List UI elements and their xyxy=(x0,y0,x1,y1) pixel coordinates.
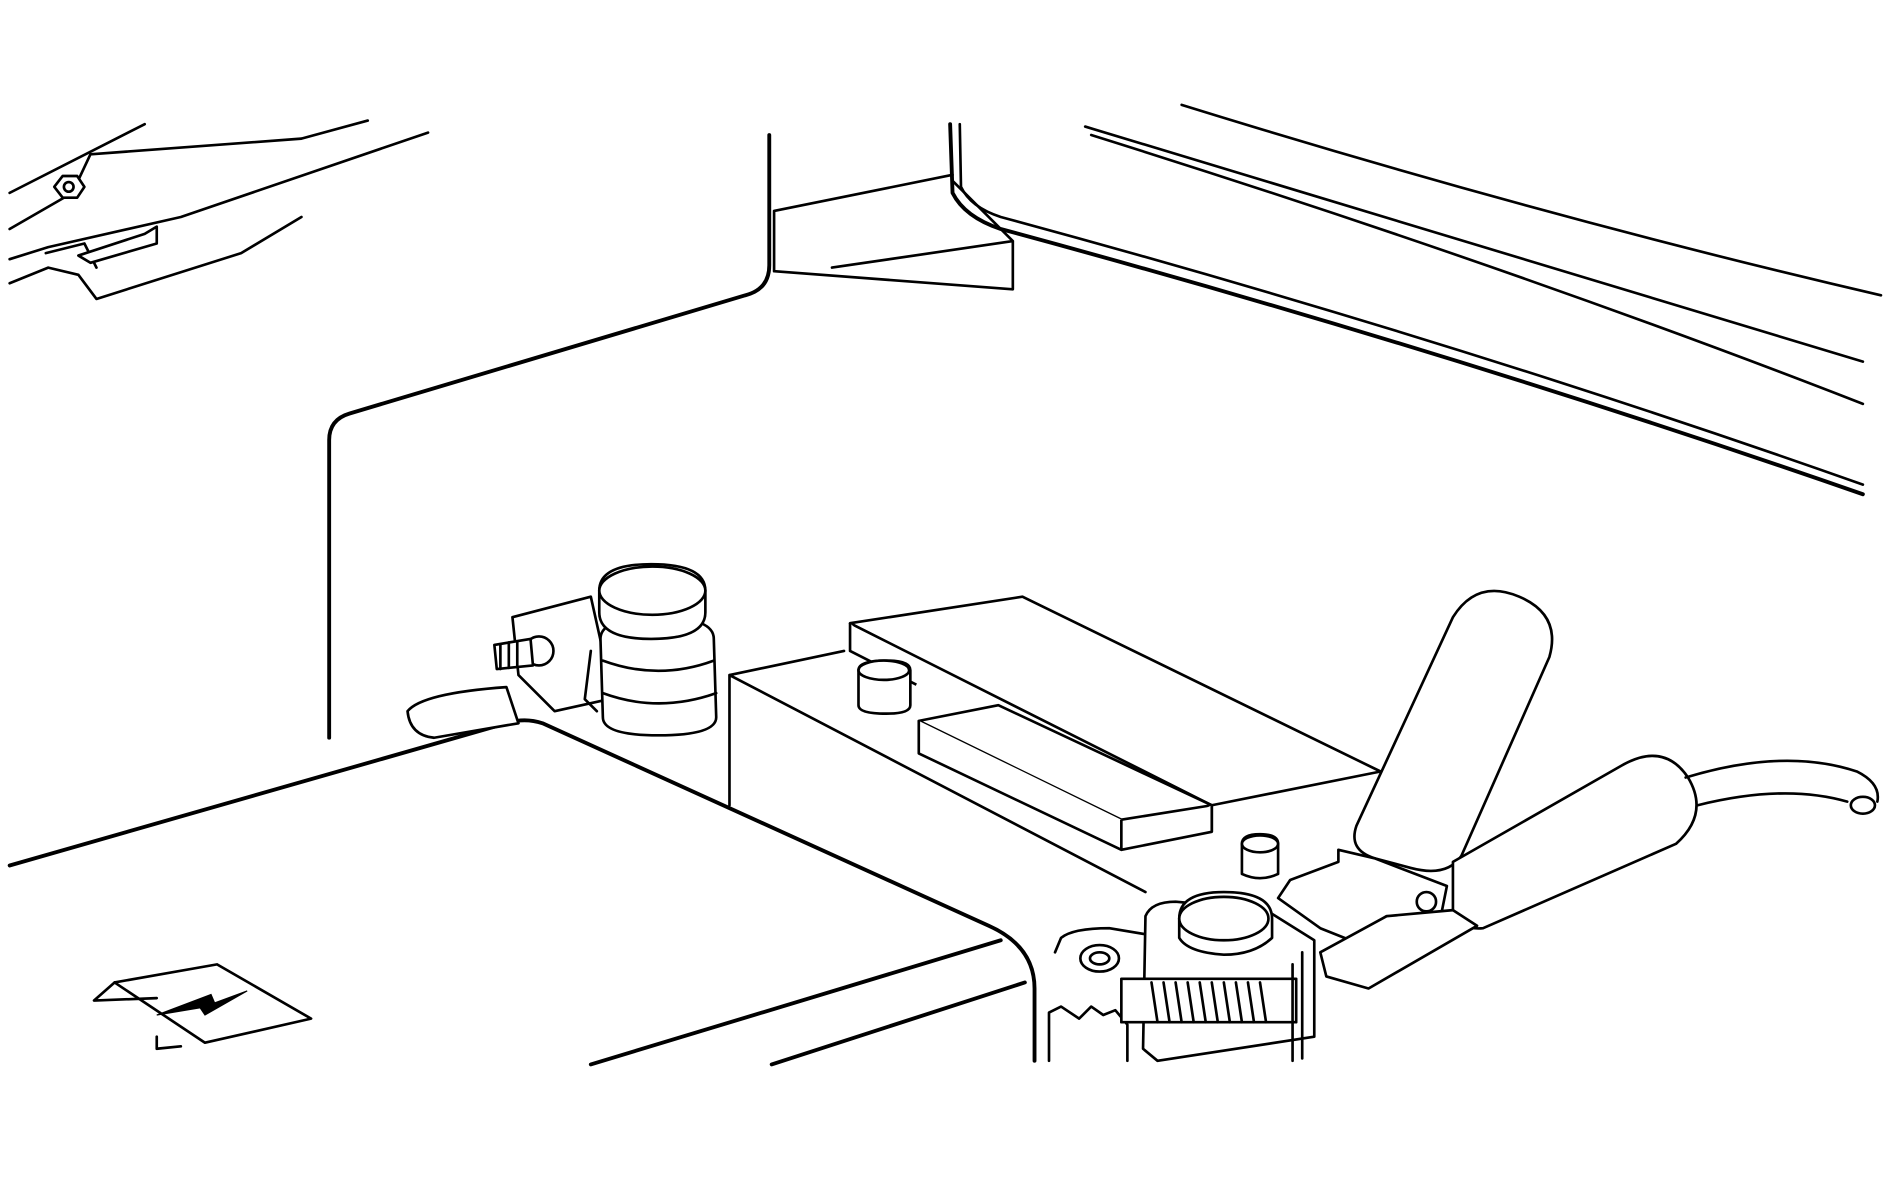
warning-label xyxy=(92,963,313,1051)
fender-bracket xyxy=(8,119,430,301)
terminal-puller-tool xyxy=(1047,589,1880,1063)
body-panel xyxy=(327,133,1015,740)
spring-icon xyxy=(1150,981,1268,1024)
hood-edge xyxy=(948,103,1883,497)
battery xyxy=(7,595,1382,1067)
lightning-bolt-icon xyxy=(156,990,248,1016)
battery-terminal-left xyxy=(406,562,718,740)
bolt-head-icon xyxy=(52,174,86,200)
